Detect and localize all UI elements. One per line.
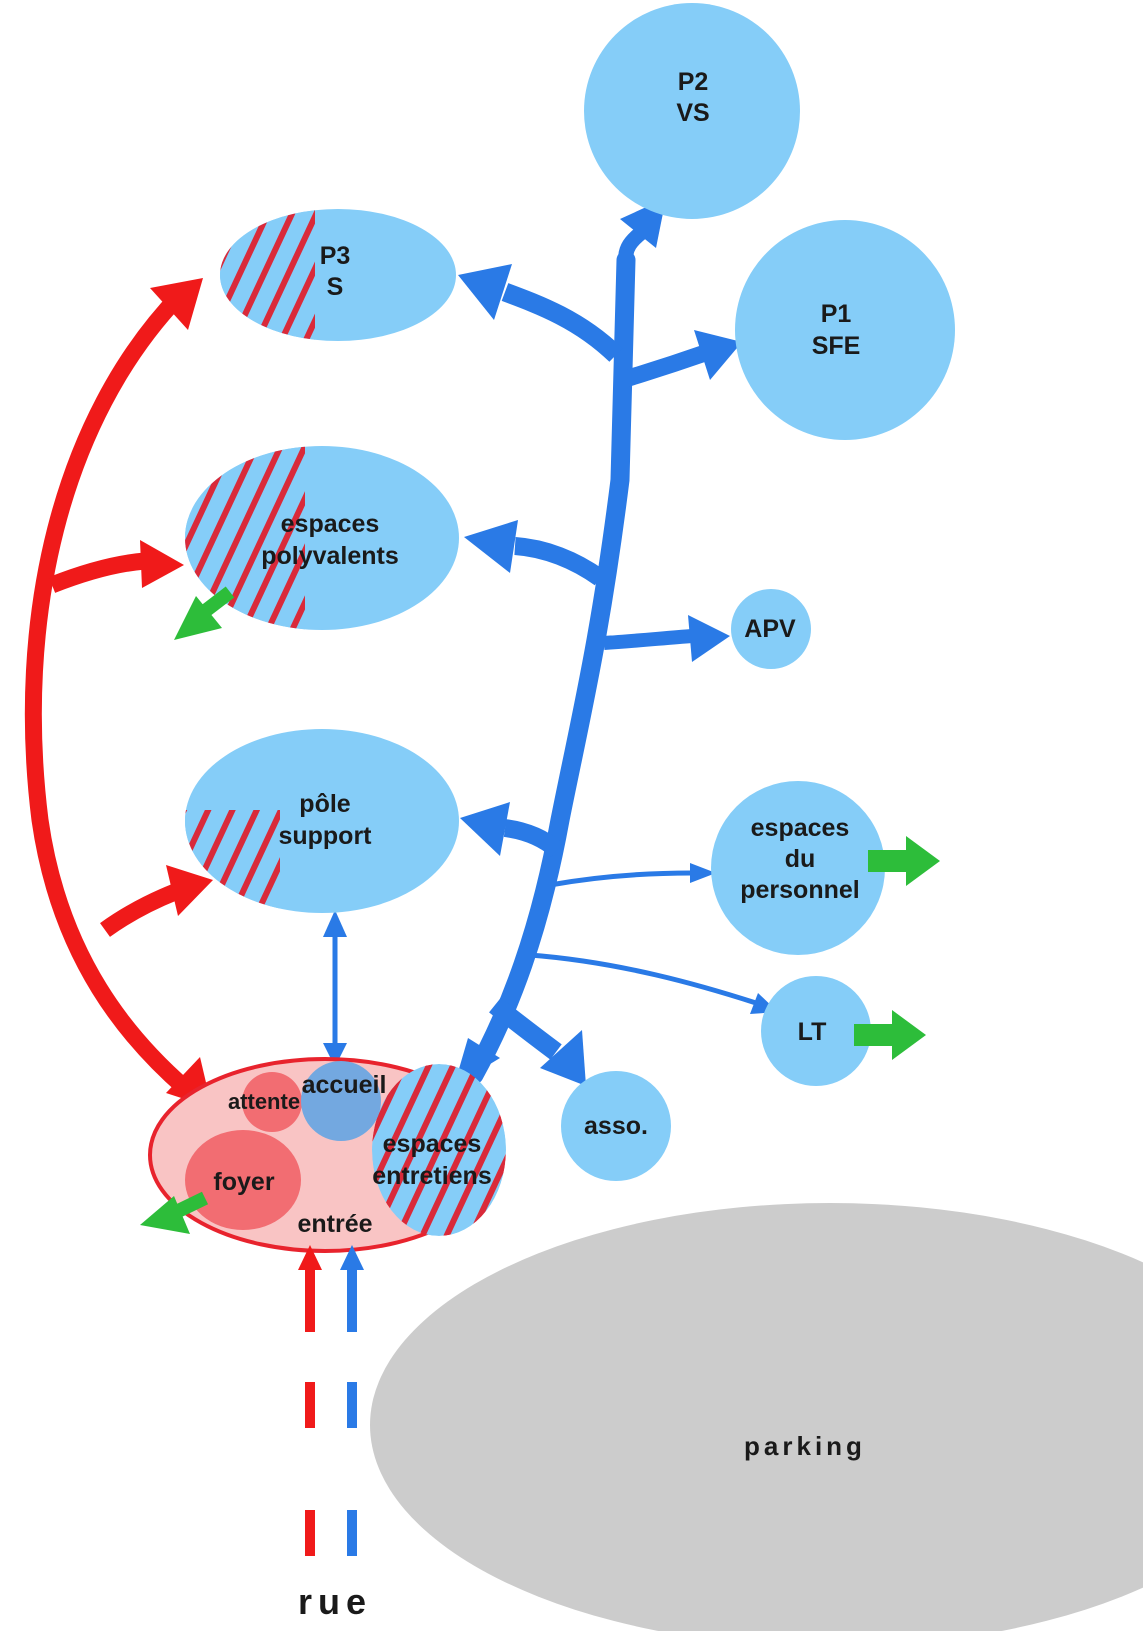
green-arrow-lt [854, 1010, 926, 1060]
red-arc [24, 289, 191, 1095]
p1-line2: SFE [812, 332, 861, 360]
entretiens-line2: entretiens [372, 1162, 491, 1190]
green-arrow-polyvalents-head [174, 596, 222, 640]
red-arrowhead-p3 [150, 278, 203, 330]
entretiens-line1: espaces [383, 1130, 482, 1158]
node-p1: P1 SFE [735, 220, 955, 440]
blue-entry-dash-2 [347, 1510, 357, 1556]
rue-label: rue [298, 1581, 372, 1622]
accueil-label: accueil [302, 1071, 387, 1099]
red-arrowhead-polyvalents [140, 540, 184, 588]
blue-arrowhead-apv [688, 615, 730, 662]
node-p3: P3 S [220, 209, 456, 341]
apv-circle [731, 589, 811, 669]
pole-support-hatch [185, 810, 280, 913]
green-arrow-foyer [140, 1191, 209, 1234]
foyer-label: foyer [213, 1168, 274, 1196]
foyer-area [185, 1130, 301, 1230]
red-arrowhead-pole [166, 865, 213, 916]
asso-label: asso. [584, 1112, 648, 1140]
blue-entry-dash-1 [347, 1382, 357, 1428]
p1-line1: P1 [821, 300, 852, 328]
red-entry-dash-2 [305, 1510, 315, 1556]
street-entry-red [298, 1245, 322, 1556]
red-entry-arrowhead [298, 1245, 322, 1270]
parking-label: parking [744, 1431, 866, 1461]
blue-branch-p1 [619, 343, 711, 389]
node-entrance-hub: attente accueil foyer espaces entretiens… [148, 1057, 506, 1253]
p3-hatch [220, 209, 315, 341]
blue-arrowhead-accueil-down [323, 1043, 347, 1067]
node-asso: asso. [561, 1071, 671, 1181]
polyvalents-line1: espaces [281, 510, 380, 538]
asso-circle [561, 1071, 671, 1181]
blue-branch-pole-support [503, 819, 563, 858]
node-espaces-polyvalents: espaces polyvalents [185, 446, 459, 630]
polyvalents-line2: polyvalents [261, 542, 399, 570]
p2-circle [584, 3, 800, 219]
p2-line2: VS [676, 99, 709, 127]
lt-circle [761, 976, 871, 1086]
personnel-circle [711, 781, 885, 955]
green-arrow-lt-shaft [854, 1024, 896, 1046]
red-entry-solid [305, 1268, 315, 1332]
p3-line2: S [327, 273, 344, 301]
entretiens-hatch [372, 1064, 506, 1236]
street-entry-blue [340, 1245, 364, 1556]
green-arrow-personnel-head [906, 836, 940, 886]
personnel-line3: personnel [740, 876, 859, 904]
blue-entry-solid [347, 1268, 357, 1332]
blue-branch-lt [529, 952, 757, 1006]
blue-arrowhead-p3 [458, 264, 512, 320]
red-branch-pole [100, 884, 179, 937]
accueil-area [301, 1061, 381, 1141]
p2-line1: P2 [678, 68, 709, 96]
pole-support-line2: support [278, 822, 372, 850]
parking-area [370, 1203, 1143, 1631]
blue-arrowhead-pole-support [460, 802, 510, 856]
node-espaces-personnel: espaces du personnel [711, 781, 885, 955]
personnel-line2: du [785, 845, 816, 873]
lt-label: LT [798, 1018, 827, 1046]
pole-support-line1: pôle [299, 790, 350, 818]
blue-branch-apv [603, 629, 693, 650]
green-arrow-polyvalents [174, 586, 235, 640]
blue-arrowhead-asso [540, 1030, 586, 1086]
blue-branch-personnel [549, 870, 693, 888]
blue-branch-p3 [501, 283, 623, 362]
apv-label: APV [744, 615, 796, 643]
blue-arrowhead-polyvalents [464, 520, 518, 573]
entree-label: entrée [297, 1210, 372, 1238]
p1-circle [735, 220, 955, 440]
blue-branch-polyvalents [514, 537, 606, 586]
blue-arrowhead-p1 [694, 330, 742, 380]
node-apv: APV [731, 589, 811, 669]
green-arrow-foyer-head [140, 1196, 190, 1234]
node-p2: P2 VS [584, 3, 800, 219]
blue-arrowhead-personnel [690, 863, 716, 883]
node-pole-support: pôle support [185, 729, 459, 913]
personnel-line1: espaces [751, 814, 850, 842]
red-entry-dash-1 [305, 1382, 315, 1428]
blue-branch-asso [489, 997, 562, 1060]
attente-label: attente [228, 1089, 300, 1114]
green-arrow-personnel-shaft [868, 850, 910, 872]
blue-entry-arrowhead [340, 1245, 364, 1270]
attente-area [242, 1072, 302, 1132]
blue-arrowhead-pole-up [323, 910, 347, 937]
blue-trunk [464, 250, 636, 1085]
green-arrow-lt-head [892, 1010, 926, 1060]
node-lt: LT [761, 976, 871, 1086]
green-arrow-personnel [868, 836, 940, 886]
red-branch-polyvalents [48, 552, 146, 593]
p3-line1: P3 [320, 242, 351, 270]
